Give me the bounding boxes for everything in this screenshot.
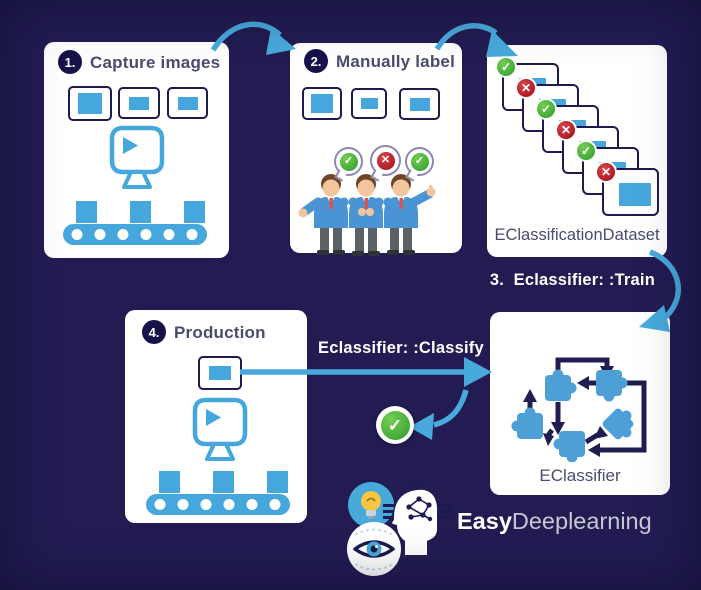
- check-icon: ✓: [410, 152, 429, 171]
- dataset-label: EClassificationDataset: [494, 226, 660, 244]
- brand-light: Deeplearning: [511, 508, 652, 534]
- conveyor-belt-icon: [146, 471, 290, 515]
- image-content: [360, 98, 378, 109]
- check-icon: ✓: [535, 98, 557, 120]
- dataset-card: ✓ ✕ ✓ ✕ ✓ ✕ EClassificationDataset: [487, 45, 667, 257]
- label-speech-bubble: ✕: [370, 145, 401, 176]
- brand-bold: Easy: [457, 508, 512, 534]
- step-number-badge: 4.: [142, 320, 166, 344]
- image-thumbnail: [68, 86, 112, 121]
- capture-images-card: 1. Capture images: [44, 42, 229, 258]
- brand-wordmark: EasyDeeplearning: [457, 508, 652, 535]
- image-thumbnail: [399, 88, 440, 120]
- check-icon: ✓: [380, 410, 410, 440]
- labeling-team-illustration: [298, 174, 436, 256]
- image-content: [177, 96, 198, 110]
- person-figure: [383, 174, 436, 255]
- production-card: 4. Production: [125, 310, 307, 523]
- card-title: Capture images: [90, 53, 221, 72]
- cross-icon: ✕: [376, 151, 395, 170]
- image-thumbnail: [118, 87, 160, 119]
- puzzle-cycle-icon: [511, 357, 647, 462]
- camera-icon: [109, 125, 165, 189]
- check-icon: ✓: [495, 56, 517, 78]
- camera-icon: [192, 397, 248, 461]
- card-title: Manually label: [336, 52, 456, 71]
- conveyor-belt-icon: [63, 201, 207, 245]
- easydeeplearning-logo-icon: [347, 481, 451, 576]
- image-content: [619, 183, 651, 206]
- image-content: [78, 93, 102, 114]
- classification-result-badge: ✓: [376, 406, 414, 444]
- person-figure: [348, 174, 384, 256]
- check-icon: ✓: [339, 152, 358, 171]
- step-number-badge: 1.: [58, 50, 82, 74]
- image-content: [311, 94, 333, 113]
- cross-icon: ✕: [515, 77, 537, 99]
- step-number-badge: 2.: [304, 49, 328, 73]
- card-title: Production: [174, 323, 266, 342]
- label-speech-bubble: ✓: [405, 147, 434, 176]
- arrow-result: [433, 389, 469, 428]
- image-content: [129, 96, 149, 110]
- image-thumbnail: [167, 87, 208, 119]
- cross-icon: ✕: [555, 119, 577, 141]
- classify-step-label: Eclassifier: :Classify: [318, 339, 484, 357]
- image-content: [209, 366, 231, 380]
- arrowhead: [464, 357, 492, 387]
- label-speech-bubble: ✓: [334, 147, 363, 176]
- image-thumbnail: [302, 87, 342, 120]
- train-step-label: 3. Eclassifier: :Train: [489, 271, 655, 289]
- person-figure: [298, 174, 349, 255]
- lightbulb-icon: [361, 491, 381, 511]
- head-brain-icon: [383, 481, 451, 555]
- image-thumbnail: [198, 356, 242, 390]
- check-icon: ✓: [575, 140, 597, 162]
- image-content: [409, 97, 430, 111]
- classifier-label: EClassifier: [539, 466, 621, 485]
- image-thumbnail: [351, 88, 387, 119]
- manually-label-card: 2. Manually label: [290, 43, 462, 256]
- cross-icon: ✕: [595, 161, 617, 183]
- dataset-image: ✕: [595, 161, 659, 216]
- classifier-card: EClassifier: [490, 312, 670, 495]
